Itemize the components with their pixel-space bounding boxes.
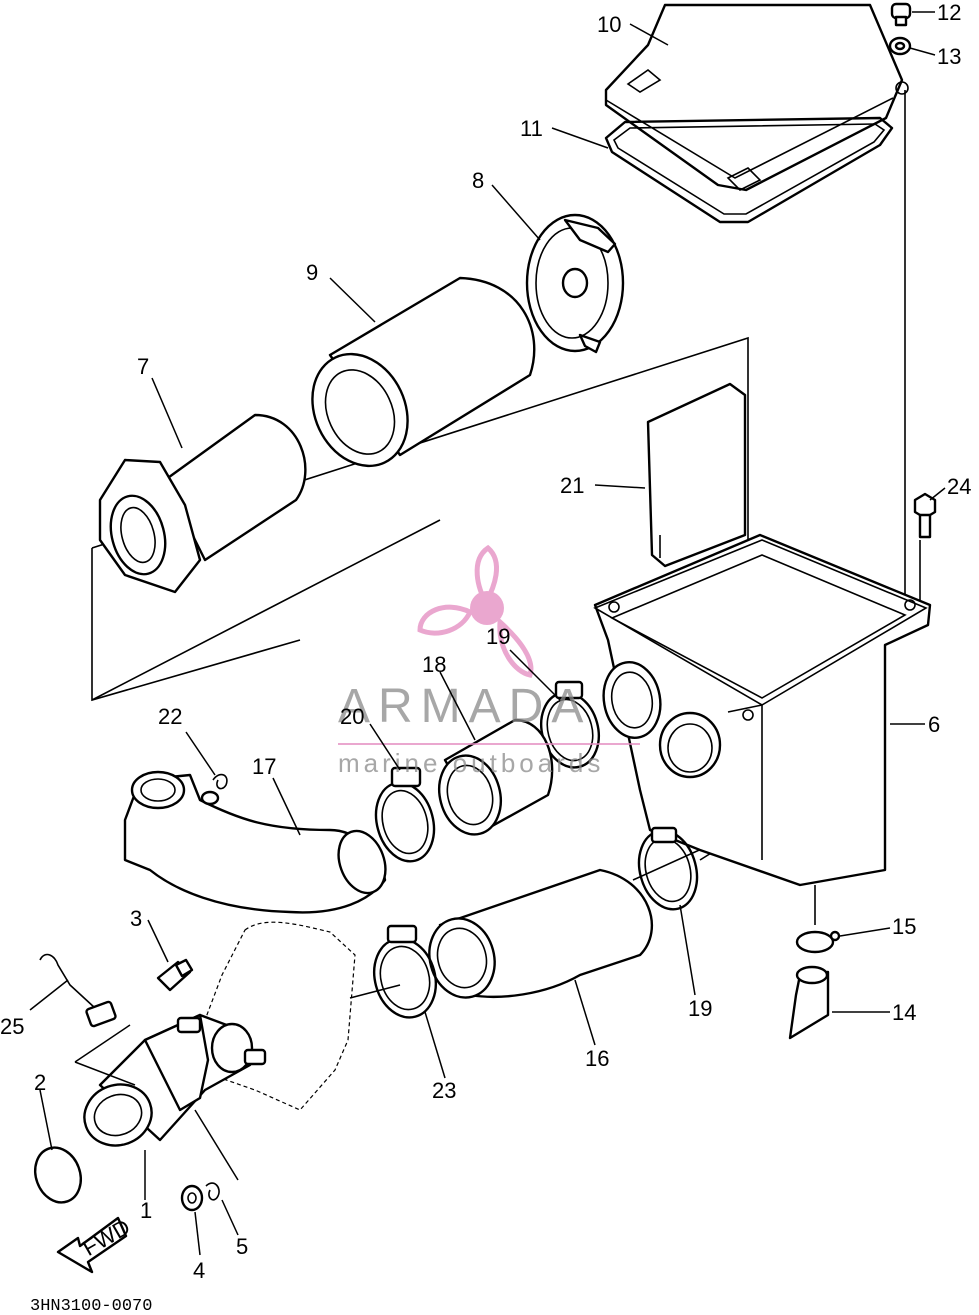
callout-23: 23 xyxy=(432,1078,456,1103)
watermark-tagline: marine outboards xyxy=(338,748,604,778)
sensor-wire xyxy=(39,953,117,1028)
drain-tube xyxy=(788,965,830,1040)
callout-16: 16 xyxy=(585,1046,609,1071)
callout-8: 8 xyxy=(472,168,484,193)
nut xyxy=(180,1184,204,1212)
callout-14: 14 xyxy=(892,1000,916,1025)
clamp-left xyxy=(374,766,436,863)
callout-21: 21 xyxy=(560,473,584,498)
upper-intake-duct xyxy=(123,770,387,914)
callout-15: 15 xyxy=(892,914,916,939)
callout-11: 11 xyxy=(520,116,543,141)
intake-joint xyxy=(438,718,554,836)
watermark-brand: ARMADA xyxy=(338,680,591,733)
armada-propeller-logo-icon xyxy=(417,544,534,678)
clamp-lower-right xyxy=(637,826,699,911)
drawing-code: 3HN3100-0070 xyxy=(30,1297,152,1315)
callout-19-upper: 19 xyxy=(486,624,510,649)
callout-3: 3 xyxy=(130,906,142,931)
callout-5: 5 xyxy=(236,1234,248,1259)
callout-18: 18 xyxy=(422,652,446,677)
callout-7: 7 xyxy=(137,354,149,379)
o-ring xyxy=(34,1146,82,1204)
callout-2: 2 xyxy=(34,1070,46,1095)
callout-19-lower: 19 xyxy=(688,996,712,1021)
callout-4: 4 xyxy=(193,1258,205,1283)
callout-6: 6 xyxy=(928,712,940,737)
callout-25: 25 xyxy=(0,1014,24,1039)
drain-plate xyxy=(646,382,747,568)
air-box xyxy=(593,533,932,887)
callout-13: 13 xyxy=(937,44,961,69)
callout-10: 10 xyxy=(597,12,621,37)
callout-labels: 10 12 13 11 8 9 7 21 24 6 19 18 20 22 17… xyxy=(0,0,971,1283)
hose-clip xyxy=(212,773,228,790)
filter-element xyxy=(311,276,536,468)
callout-24: 24 xyxy=(947,474,971,499)
forward-arrow-label: FWD xyxy=(78,1214,134,1261)
callout-20: 20 xyxy=(340,704,364,729)
callout-12: 12 xyxy=(937,0,961,25)
callout-22: 22 xyxy=(158,704,182,729)
leader-lines xyxy=(29,11,946,1256)
stud-bolt xyxy=(156,958,194,992)
air-box-lid xyxy=(604,3,909,192)
drain-clip xyxy=(795,930,841,954)
callout-1: 1 xyxy=(140,1198,152,1223)
filter-end-cap xyxy=(525,213,625,354)
clamp-bottom xyxy=(373,924,437,1019)
filter-holder xyxy=(98,413,307,594)
lid-screw xyxy=(888,2,912,56)
air-box-bolt xyxy=(913,492,937,539)
armada-watermark: ARMADA marine outboards xyxy=(338,544,640,778)
lower-intake-duct xyxy=(428,868,654,999)
forward-arrow-icon: FWD xyxy=(56,1214,134,1274)
lock-washer xyxy=(205,1182,220,1201)
intake-manifold xyxy=(83,1013,267,1147)
lid-gasket xyxy=(604,116,894,224)
callout-9: 9 xyxy=(306,260,318,285)
engine-phantom xyxy=(204,921,356,1111)
callout-17: 17 xyxy=(252,754,276,779)
